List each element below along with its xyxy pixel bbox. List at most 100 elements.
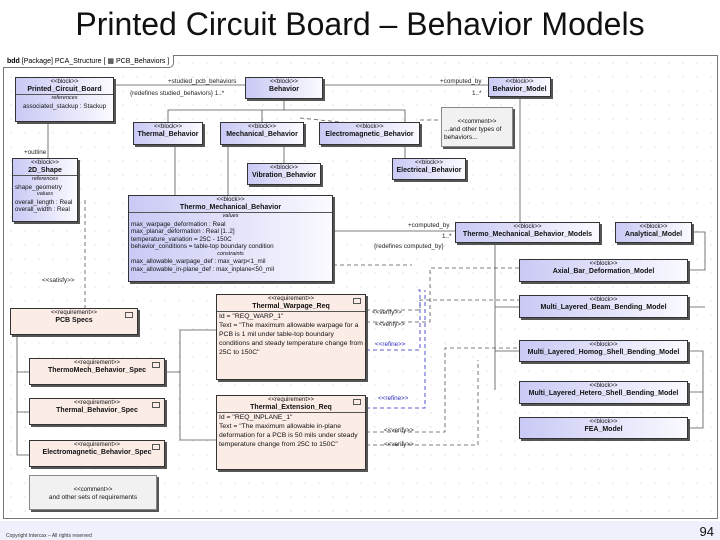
multiplicity-label: {redefines studied_behaviors} 1..* <box>130 90 225 97</box>
comment-other-requirements[interactable]: <<comment>>and other sets of requirement… <box>29 475 157 510</box>
stereotype: <<block>> <box>505 79 534 85</box>
block-thermo-mechanical-behavior[interactable]: <<block>> Thermo_Mechanical_Behavior val… <box>128 195 333 282</box>
block-electromagnetic-behavior[interactable]: <<block>>Electromagnetic_Behavior <box>319 122 420 145</box>
compartment-header: references <box>51 95 78 101</box>
diagram-kind: bdd <box>7 58 20 65</box>
block-name: Analytical_Model <box>624 231 683 238</box>
stereotype: <<requirement>> <box>267 296 315 302</box>
block-behavior[interactable]: <<block>>Behavior <box>245 77 323 99</box>
stereotype: <<block>> <box>50 79 79 85</box>
stereotype: <<block>> <box>216 197 245 203</box>
stereotype: <<block>> <box>589 261 618 267</box>
verify-label: <<verify>> <box>375 321 405 328</box>
refine-lines <box>366 289 426 409</box>
property: shape_geometry <box>15 183 62 191</box>
property: overall_width : Real <box>15 206 70 213</box>
stereotype: <<block>> <box>153 124 183 130</box>
block-axial-bar-model[interactable]: <<block>>Axial_Bar_Deformation_Model <box>519 259 688 282</box>
stereotype: <<block>> <box>589 342 618 348</box>
stereotype: <<requirement>> <box>73 442 121 448</box>
property: max_warpage_deformation : Real <box>131 220 226 228</box>
requirement-id: Id = "REQ_INPLANE_1" <box>219 414 293 421</box>
gen-fea <box>688 350 704 429</box>
stereotype: <<block>> <box>639 224 668 230</box>
stereotype: <<block>> <box>30 160 60 166</box>
compartment: Id = "REQ_WARP_1" Text = "The maximum all… <box>217 311 365 357</box>
block-name: Multi_Layered_Beam_Bending_Model <box>540 304 667 311</box>
requirement-icon <box>125 312 133 318</box>
satisfy-label: <<satisfy>> <box>42 277 75 284</box>
stereotype: <<requirement>> <box>267 397 315 403</box>
gen-behavior-tree <box>167 99 406 160</box>
role-label: +studied_pcb_behaviors <box>168 78 237 85</box>
comment-behavior-types[interactable]: <<comment>>...and other types of behavio… <box>441 107 513 147</box>
block-name: Thermo_Mechanical_Behavior <box>179 204 282 211</box>
stereotype: <<block>> <box>269 79 299 85</box>
requirement-text: Text = "The maximum allowable in-plane d… <box>219 423 358 448</box>
block-name: Behavior <box>269 86 299 93</box>
stereotype: <<block>> <box>589 419 618 425</box>
block-vibration-behavior[interactable]: <<block>>Vibration_Behavior <box>247 163 321 185</box>
requirement-id: Id = "REQ_WARP_1" <box>219 313 284 320</box>
req-thermal-extension[interactable]: <<requirement>>Thermal_Extension_Req Id =… <box>216 395 366 470</box>
block-thermal-behavior[interactable]: <<block>>Thermal_Behavior <box>133 122 203 145</box>
verify-label: <<verify>> <box>384 441 414 448</box>
stereotype: <<requirement>> <box>73 400 121 406</box>
block-name: Printed_Circuit_Board <box>27 86 102 93</box>
role-label: +computed_by <box>440 78 482 85</box>
requirement-icon <box>152 444 160 450</box>
requirement-name: Thermal_Extension_Req <box>250 404 332 411</box>
block-printed-circuit-board[interactable]: <<block>> Printed_Circuit_Board referenc… <box>15 77 114 122</box>
role-label: +outline <box>24 149 47 156</box>
constraint: max_allowable_warpage_def : max_warp<1_m… <box>131 258 266 265</box>
stereotype: <<comment>> <box>73 487 113 493</box>
copyright: Copyright Intercax – All rights reserved <box>6 533 92 539</box>
req-thermomech-spec[interactable]: <<requirement>>ThermoMech_Behavior_Spec <box>29 358 165 385</box>
requirement-name: Thermal_Warpage_Req <box>252 303 330 310</box>
block-homog-shell-model[interactable]: <<block>>Multi_Layered_Homog_Shell_Bendi… <box>519 340 688 362</box>
block-name: Multi_Layered_Hetero_Shell_Bending_Model <box>528 390 679 397</box>
compartment: values max_warpage_deformation : Real ma… <box>129 212 332 273</box>
gen-tmb <box>174 145 229 195</box>
requirement-icon <box>353 399 361 405</box>
requirement-name: Electromagnetic_Behavior_Spec <box>42 449 152 456</box>
block-mechanical-behavior[interactable]: <<block>>Mechanical_Behavior <box>220 122 304 145</box>
property: behavior_conditions = table-top boundary… <box>131 243 274 250</box>
requirement-name: Thermal_Behavior_Spec <box>56 407 138 414</box>
stereotype: <<block>> <box>513 224 542 230</box>
comment-text: ...and other types of behaviors... <box>444 126 502 141</box>
req-pcb-specs[interactable]: <<requirement>>PCB Specs <box>10 308 138 335</box>
requirement-icon <box>152 402 160 408</box>
footer-band <box>0 521 720 540</box>
gen-models <box>494 243 519 390</box>
block-behavior-model[interactable]: <<block>>Behavior_Model <box>488 77 551 97</box>
property: overall_length : Real <box>15 198 73 206</box>
requirement-name: PCB Specs <box>55 317 93 324</box>
diagram-name: PCB_Behaviors ] <box>115 58 170 65</box>
block-hetero-shell-model[interactable]: <<block>>Multi_Layered_Hetero_Shell_Bend… <box>519 381 688 404</box>
block-beam-bending-model[interactable]: <<block>>Multi_Layered_Beam_Bending_Mode… <box>519 295 688 318</box>
req-thermal-spec[interactable]: <<requirement>>Thermal_Behavior_Spec <box>29 398 165 425</box>
diagram-icon: ▦ <box>107 58 115 65</box>
block-thermo-mechanical-behavior-models[interactable]: <<block>>Thermo_Mechanical_Behavior_Mode… <box>455 222 600 243</box>
comment-text: and other sets of requirements <box>48 494 138 501</box>
block-electrical-behavior[interactable]: <<block>>Electrical_Behavior <box>392 158 466 180</box>
block-fea-model[interactable]: <<block>>FEA_Model <box>519 417 688 439</box>
block-analytical-model[interactable]: <<block>>Analytical_Model <box>615 222 692 243</box>
containment <box>16 329 216 456</box>
requirement-icon <box>152 362 160 368</box>
gen-analytical <box>688 231 706 308</box>
redefines-label: {redefines computed_by} <box>374 243 444 250</box>
block-name: Behavior_Model <box>492 86 547 93</box>
block-name: Mechanical_Behavior <box>226 131 298 138</box>
requirement-text: Text = "The maximum allowable warpage fo… <box>219 322 363 356</box>
stereotype: <<block>> <box>247 124 277 130</box>
compartment-header: references <box>32 176 58 182</box>
compartment-header: constraints <box>217 250 244 257</box>
req-electromagnetic-spec[interactable]: <<requirement>>Electromagnetic_Behavior_… <box>29 440 165 467</box>
block-name: Thermal_Behavior <box>137 131 199 138</box>
block-name: Multi_Layered_Homog_Shell_Bending_Model <box>527 349 680 356</box>
